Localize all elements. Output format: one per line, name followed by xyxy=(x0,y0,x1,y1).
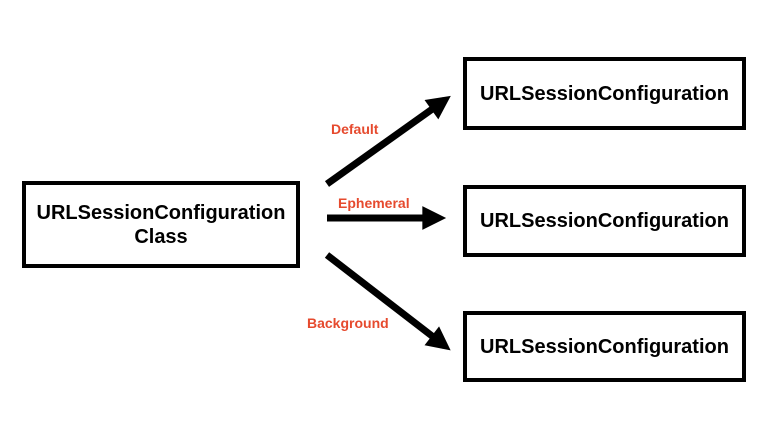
arrow-label-ephemeral: Ephemeral xyxy=(338,195,410,211)
target-box-ephemeral: URLSessionConfiguration xyxy=(463,185,746,257)
arrow-background xyxy=(324,252,451,351)
source-box-title-line2: Class xyxy=(134,225,188,248)
source-box: URLSessionConfiguration Class xyxy=(22,181,300,268)
target-box-default: URLSessionConfiguration xyxy=(463,57,746,130)
source-box-title-line1: URLSessionConfiguration xyxy=(36,201,286,224)
target-box-default-label: URLSessionConfiguration xyxy=(480,82,729,105)
target-box-ephemeral-label: URLSessionConfiguration xyxy=(480,210,729,232)
arrow-label-background: Background xyxy=(307,315,389,331)
arrow-default xyxy=(324,95,451,187)
target-box-background-label: URLSessionConfiguration xyxy=(480,335,729,358)
target-box-background: URLSessionConfiguration xyxy=(463,311,746,382)
arrow-label-default: Default xyxy=(331,121,379,137)
